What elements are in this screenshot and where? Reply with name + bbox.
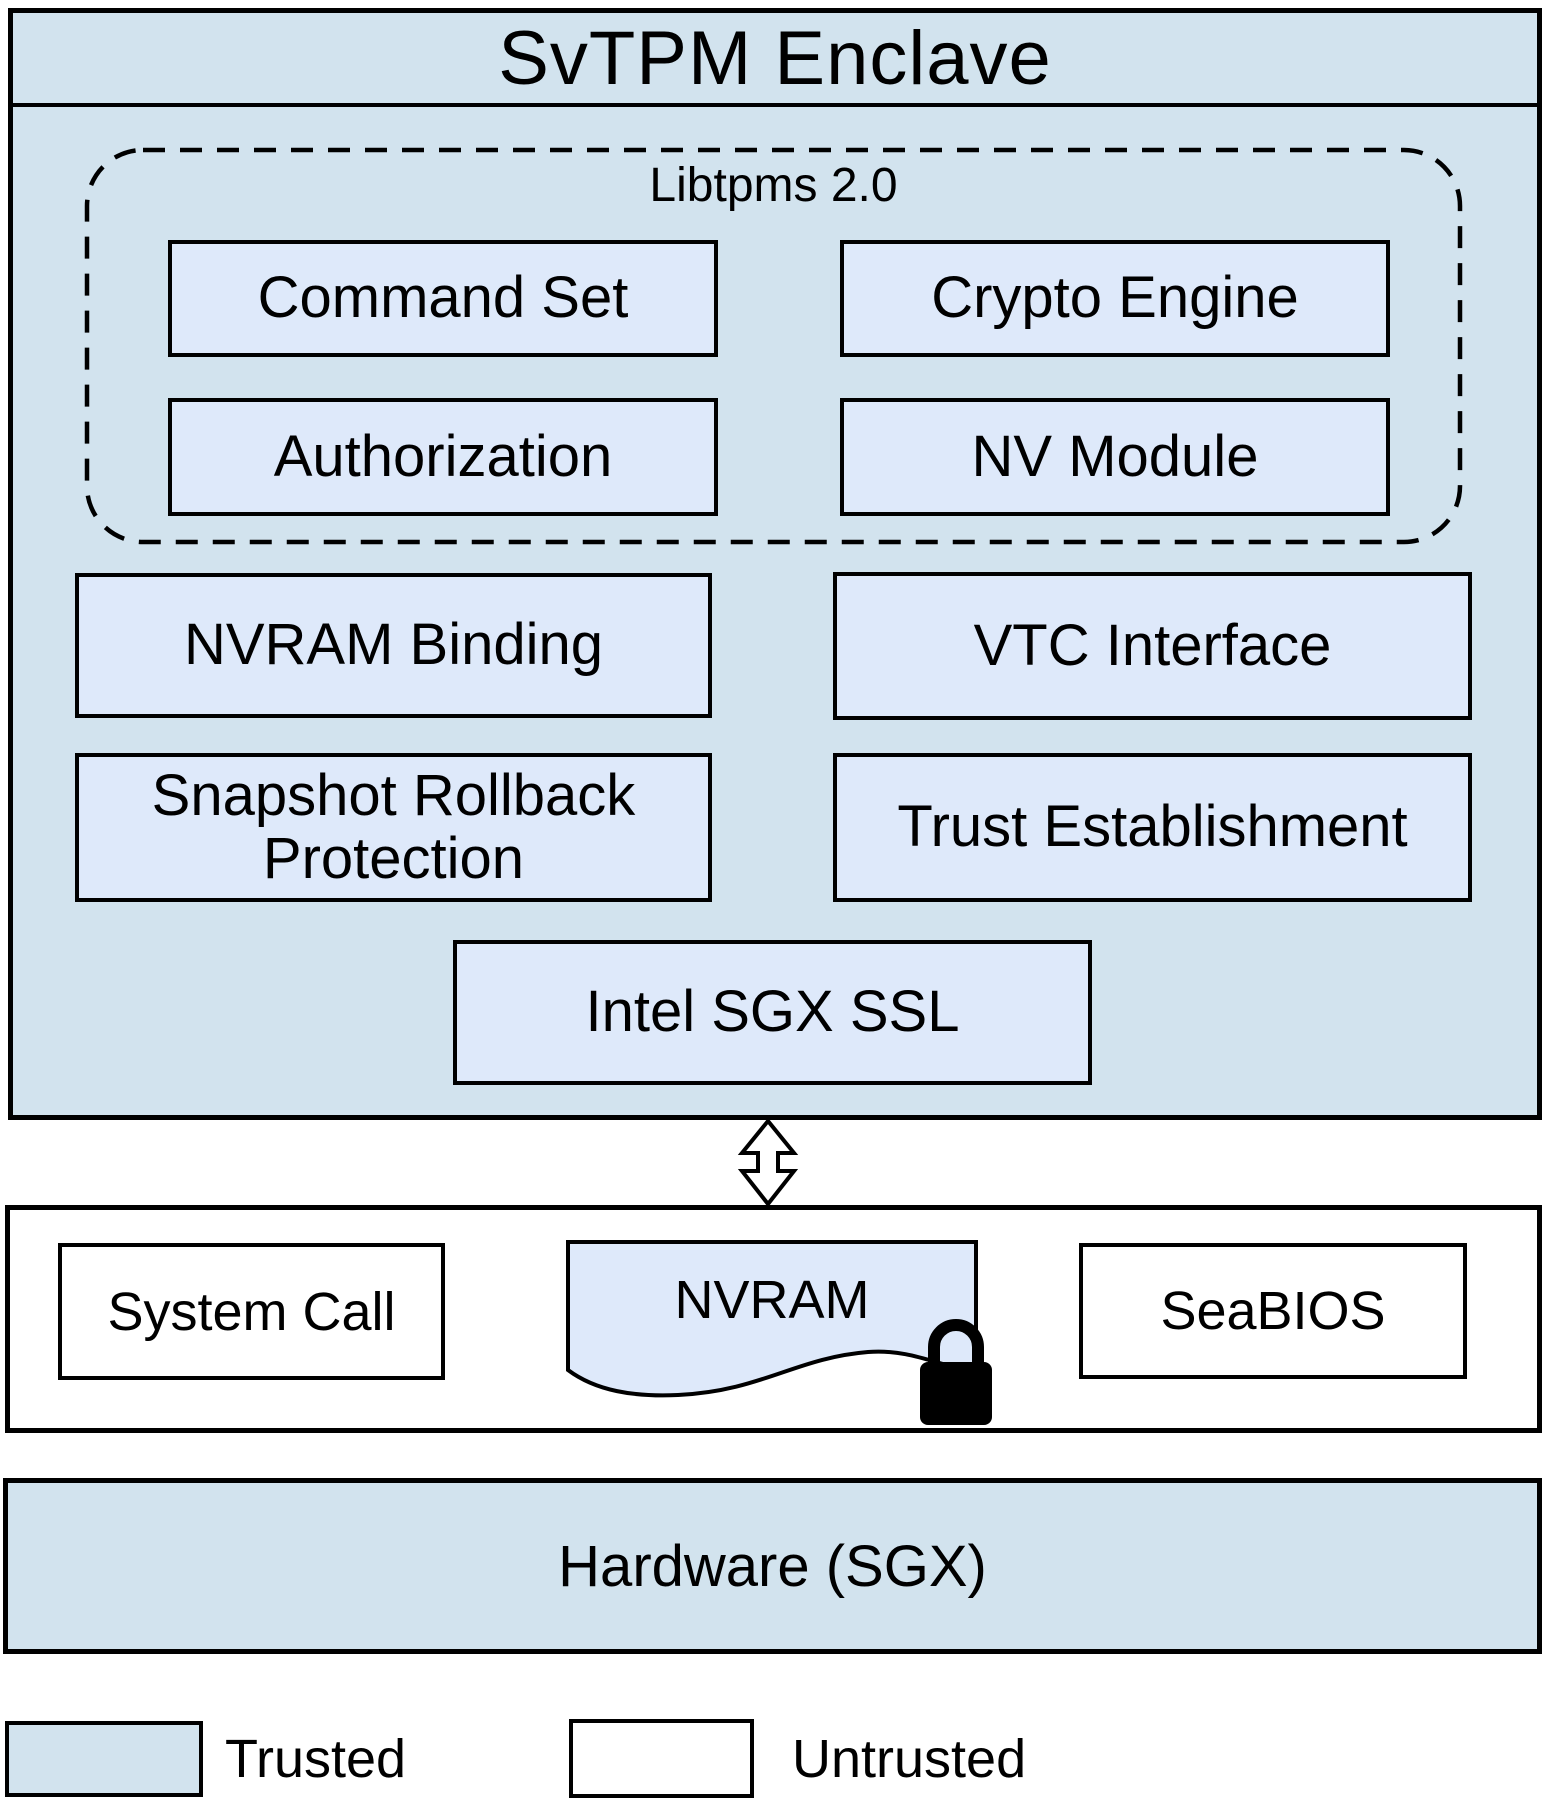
legend-trusted-label: Trusted [225, 1729, 407, 1789]
module-crypto-engine: Crypto Engine [840, 240, 1390, 357]
module-authorization: Authorization [168, 398, 718, 516]
bidirectional-arrow-icon [737, 1117, 799, 1208]
legend-untrusted-label: Untrusted [792, 1728, 1027, 1789]
module-trust-establishment: Trust Establishment [833, 753, 1472, 902]
seabios-box: SeaBIOS [1079, 1243, 1467, 1379]
module-vtc-interface: VTC Interface [833, 572, 1472, 720]
hardware-sgx-box: Hardware (SGX) [3, 1478, 1542, 1654]
libtpms-group-label: Libtpms 2.0 [649, 158, 898, 212]
module-intel-sgx-ssl: Intel SGX SSL [453, 940, 1092, 1085]
nvram-label: NVRAM [674, 1270, 870, 1330]
module-nvram-binding: NVRAM Binding [75, 573, 712, 718]
enclave-title: SvTPM Enclave [13, 13, 1537, 107]
legend-untrusted-swatch [569, 1719, 754, 1798]
module-snapshot-rollback-protection: Snapshot Rollback Protection [75, 753, 712, 902]
system-call-box: System Call [58, 1243, 445, 1380]
module-nv-module: NV Module [840, 398, 1390, 516]
module-command-set: Command Set [168, 240, 718, 357]
legend-trusted-swatch [5, 1721, 203, 1797]
